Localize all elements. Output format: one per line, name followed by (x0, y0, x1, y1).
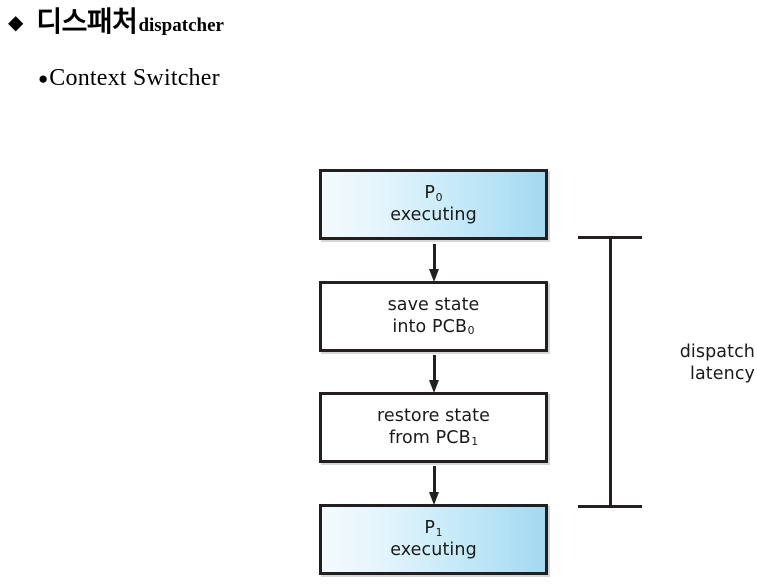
dispatch-latency-line2: latency (690, 363, 755, 384)
arrow-head (429, 269, 439, 282)
flow-box-line: executing (390, 204, 477, 225)
arrow-down-icon (429, 355, 440, 393)
flow-box-line: executing (390, 539, 477, 560)
bracket-spine (609, 236, 612, 508)
arrow-stem (433, 355, 436, 381)
flow-box-restore-state: restore state from PCB1 (319, 392, 548, 463)
arrow-down-icon (429, 466, 440, 505)
flow-box-line: P1 (424, 518, 443, 539)
dispatch-latency-line1: dispatch (679, 342, 755, 362)
flow-box-p0-executing: P0 executing (319, 169, 548, 240)
bracket-cap-bottom (578, 505, 642, 508)
flow-box-line: restore state (376, 406, 491, 427)
arrow-head (429, 492, 439, 505)
bullet-label: Context Switcher (49, 65, 220, 91)
flow-box-line: P0 (424, 183, 443, 204)
flow-box-p1-executing: P1 executing (319, 504, 548, 575)
dispatch-latency-label: dispatch latency (612, 342, 755, 385)
flow-box-line: from PCB1 (388, 427, 479, 449)
page-title-korean: 디스패처 (36, 5, 138, 38)
page-title-english: dispatcher (138, 15, 224, 36)
arrow-down-icon (429, 244, 440, 282)
arrow-stem (433, 244, 436, 270)
list-item: ● Context Switcher (38, 65, 220, 92)
diamond-bullet-icon: ◆ (8, 12, 24, 34)
circle-bullet-icon: ● (38, 69, 49, 88)
flow-box-line: save state (387, 295, 480, 316)
flow-box-line: into PCB0 (392, 316, 475, 338)
arrow-stem (433, 466, 436, 493)
arrow-head (429, 380, 439, 393)
flow-box-save-state: save state into PCB0 (319, 281, 548, 352)
dispatch-latency-bracket (578, 236, 642, 508)
page-title: ◆ 디스패처 dispatcher (8, 0, 224, 40)
